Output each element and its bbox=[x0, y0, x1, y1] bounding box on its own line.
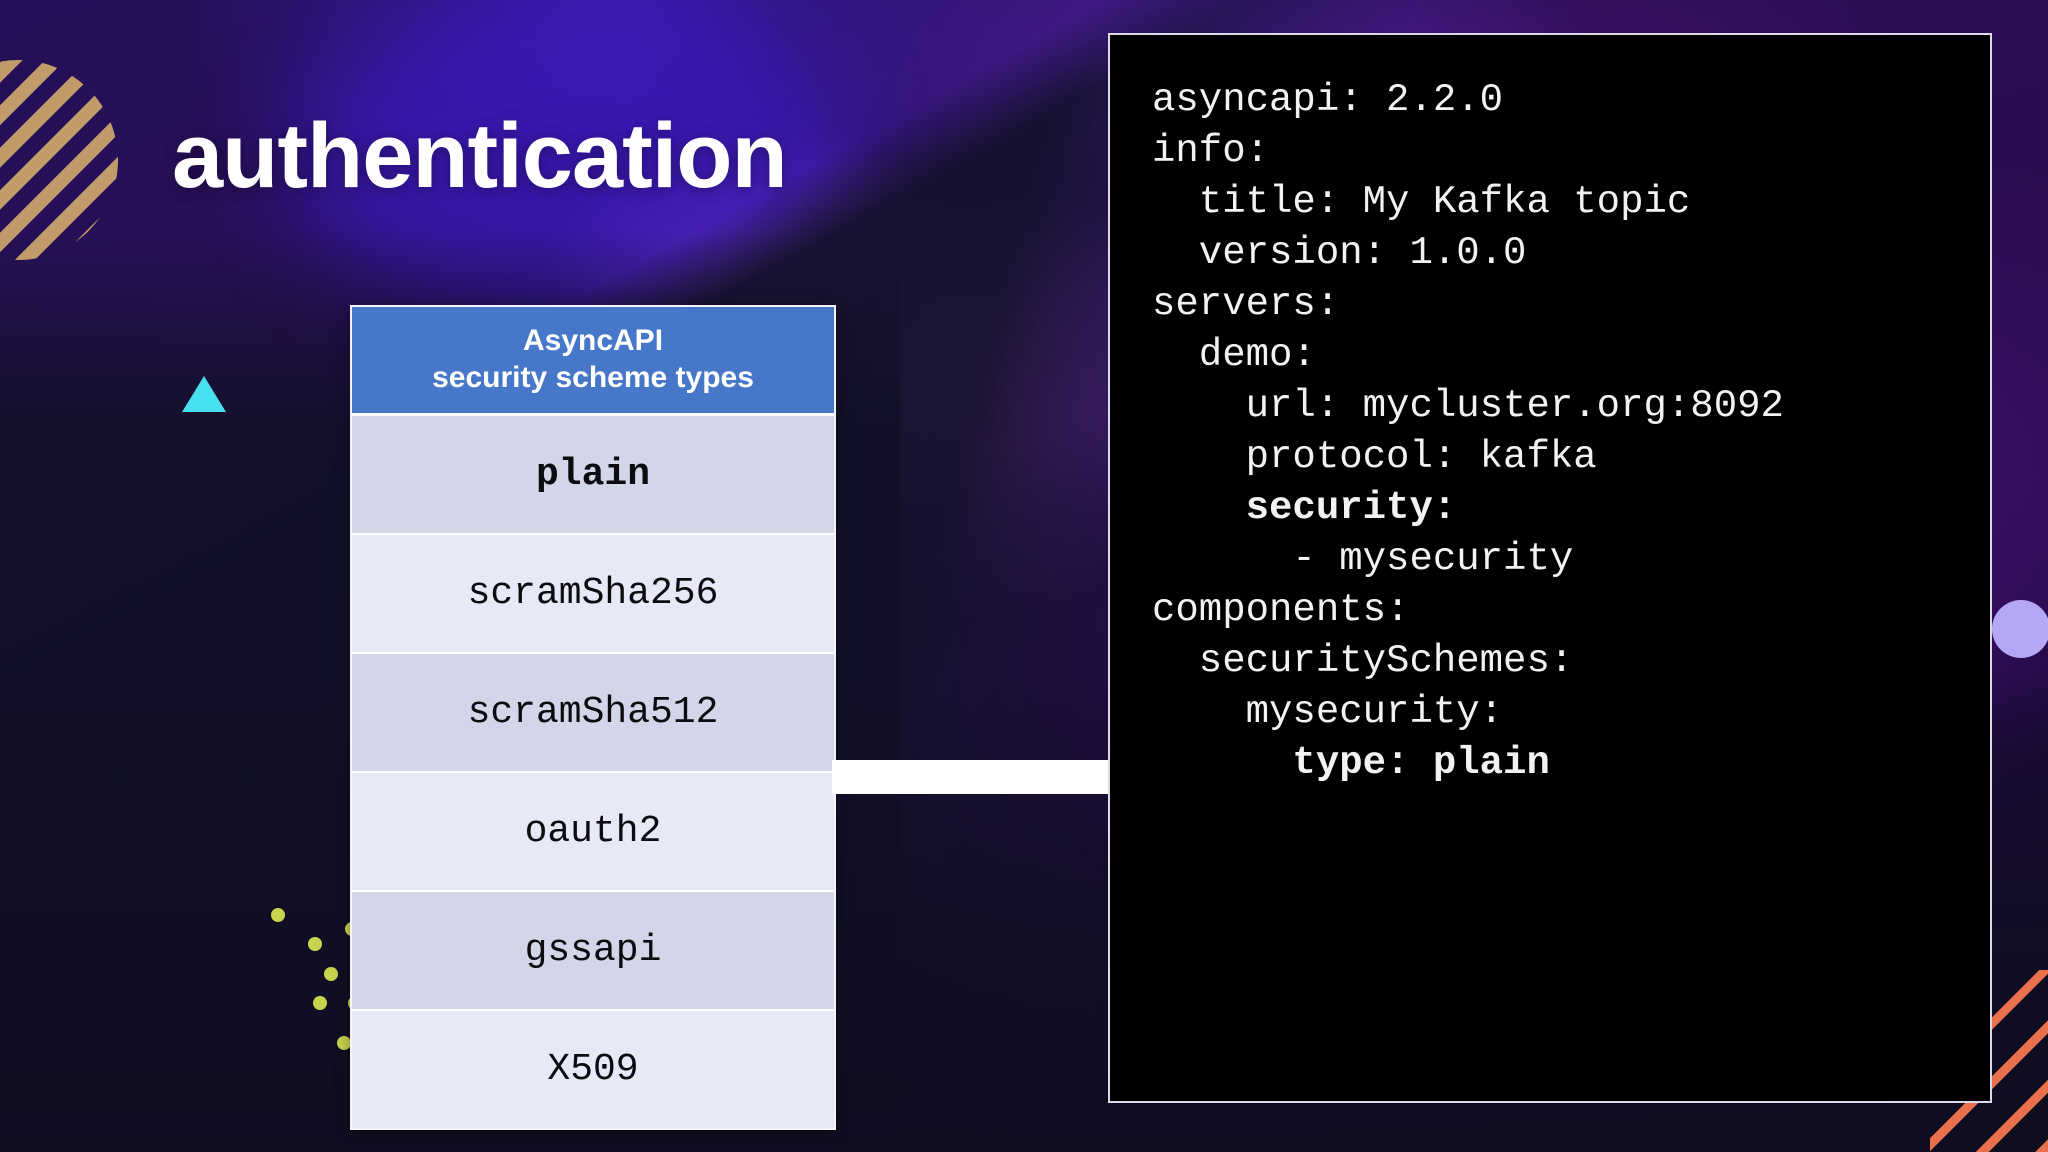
dot-icon bbox=[337, 1036, 351, 1050]
code-panel: asyncapi: 2.2.0 info: title: My Kafka top… bbox=[1108, 33, 1992, 1103]
code-line: demo: bbox=[1152, 333, 1316, 377]
code-line: securitySchemes: bbox=[1152, 639, 1574, 683]
table-row: scramSha512 bbox=[352, 654, 834, 774]
code-line: mysecurity: bbox=[1152, 690, 1504, 734]
dot-icon bbox=[271, 908, 285, 922]
code-line: asyncapi: 2.2.0 bbox=[1152, 78, 1504, 122]
code-line: url: mycluster.org:8092 bbox=[1152, 384, 1784, 428]
code-block: asyncapi: 2.2.0 info: title: My Kafka top… bbox=[1110, 35, 1990, 789]
table-row: X509 bbox=[352, 1011, 834, 1129]
table-row: scramSha256 bbox=[352, 535, 834, 655]
table-row: gssapi bbox=[352, 892, 834, 1012]
page-title: authentication bbox=[172, 105, 788, 207]
table-row: plain bbox=[352, 416, 834, 536]
code-line: protocol: kafka bbox=[1152, 435, 1597, 479]
circle-icon bbox=[1992, 600, 2048, 658]
dot-icon bbox=[324, 967, 338, 981]
table-row: oauth2 bbox=[352, 773, 834, 893]
triangle-icon bbox=[182, 376, 226, 412]
table-header: AsyncAPI security scheme types bbox=[352, 307, 834, 417]
code-line: security: bbox=[1152, 486, 1457, 530]
dot-icon bbox=[313, 996, 327, 1010]
table-header-line-1: AsyncAPI bbox=[522, 324, 664, 357]
code-line: version: 1.0.0 bbox=[1152, 231, 1527, 275]
code-line: type: plain bbox=[1152, 741, 1550, 785]
code-line: components: bbox=[1152, 588, 1410, 632]
code-line: servers: bbox=[1152, 282, 1340, 326]
dot-icon bbox=[308, 937, 322, 951]
table-header-line-2: security scheme types bbox=[432, 360, 754, 394]
code-line: info: bbox=[1152, 129, 1270, 173]
code-line: title: My Kafka topic bbox=[1152, 180, 1691, 224]
code-line: - mysecurity bbox=[1152, 537, 1574, 581]
